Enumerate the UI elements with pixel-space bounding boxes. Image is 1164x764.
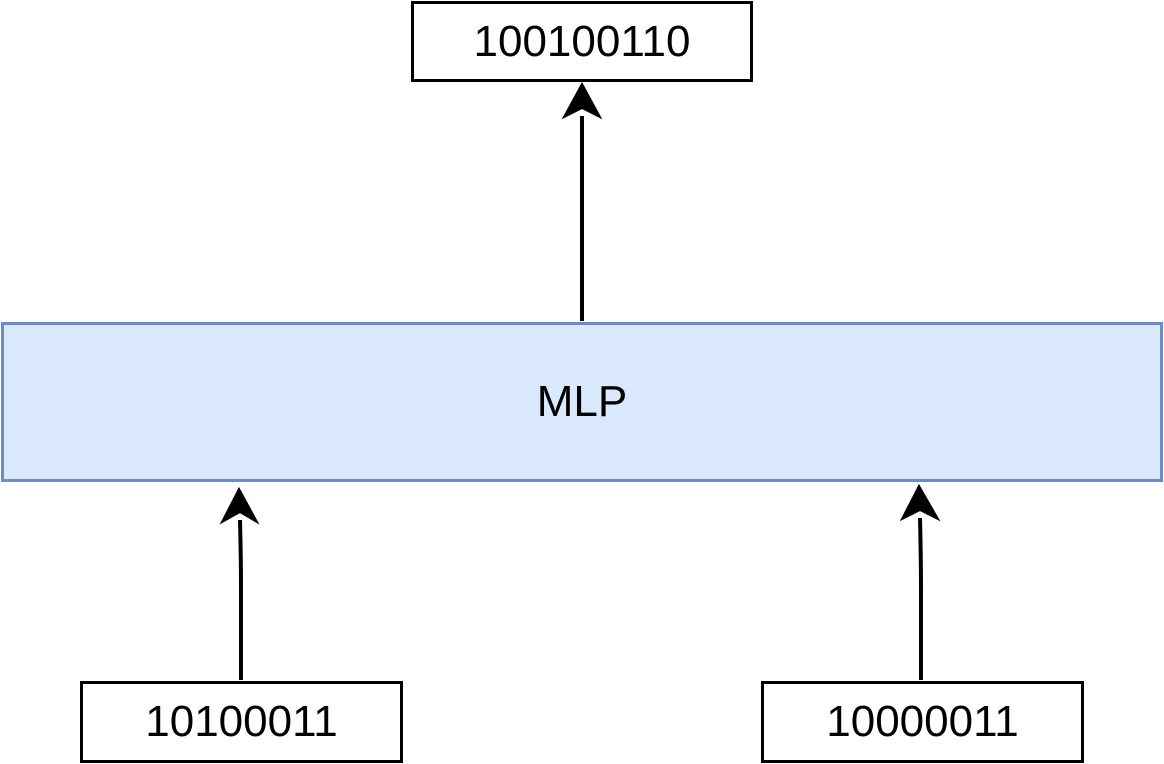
- output-arrowhead-icon: [561, 81, 603, 120]
- right-input-arrowhead-icon: [899, 483, 941, 522]
- mlp-block: MLP: [1, 322, 1163, 482]
- left-input-to-mlp-connector: [238, 519, 243, 680]
- output-binary-box: 100100110: [411, 1, 753, 82]
- output-binary-label: 100100110: [473, 16, 691, 66]
- right-input-binary-box: 10000011: [761, 681, 1084, 763]
- right-input-to-mlp-connector: [918, 517, 923, 680]
- right-input-binary-label: 10000011: [826, 697, 1019, 746]
- left-input-binary-box: 10100011: [80, 681, 403, 763]
- left-input-binary-label: 10100011: [145, 697, 338, 746]
- mlp-label: MLP: [536, 377, 628, 426]
- left-input-arrowhead-icon: [219, 486, 260, 525]
